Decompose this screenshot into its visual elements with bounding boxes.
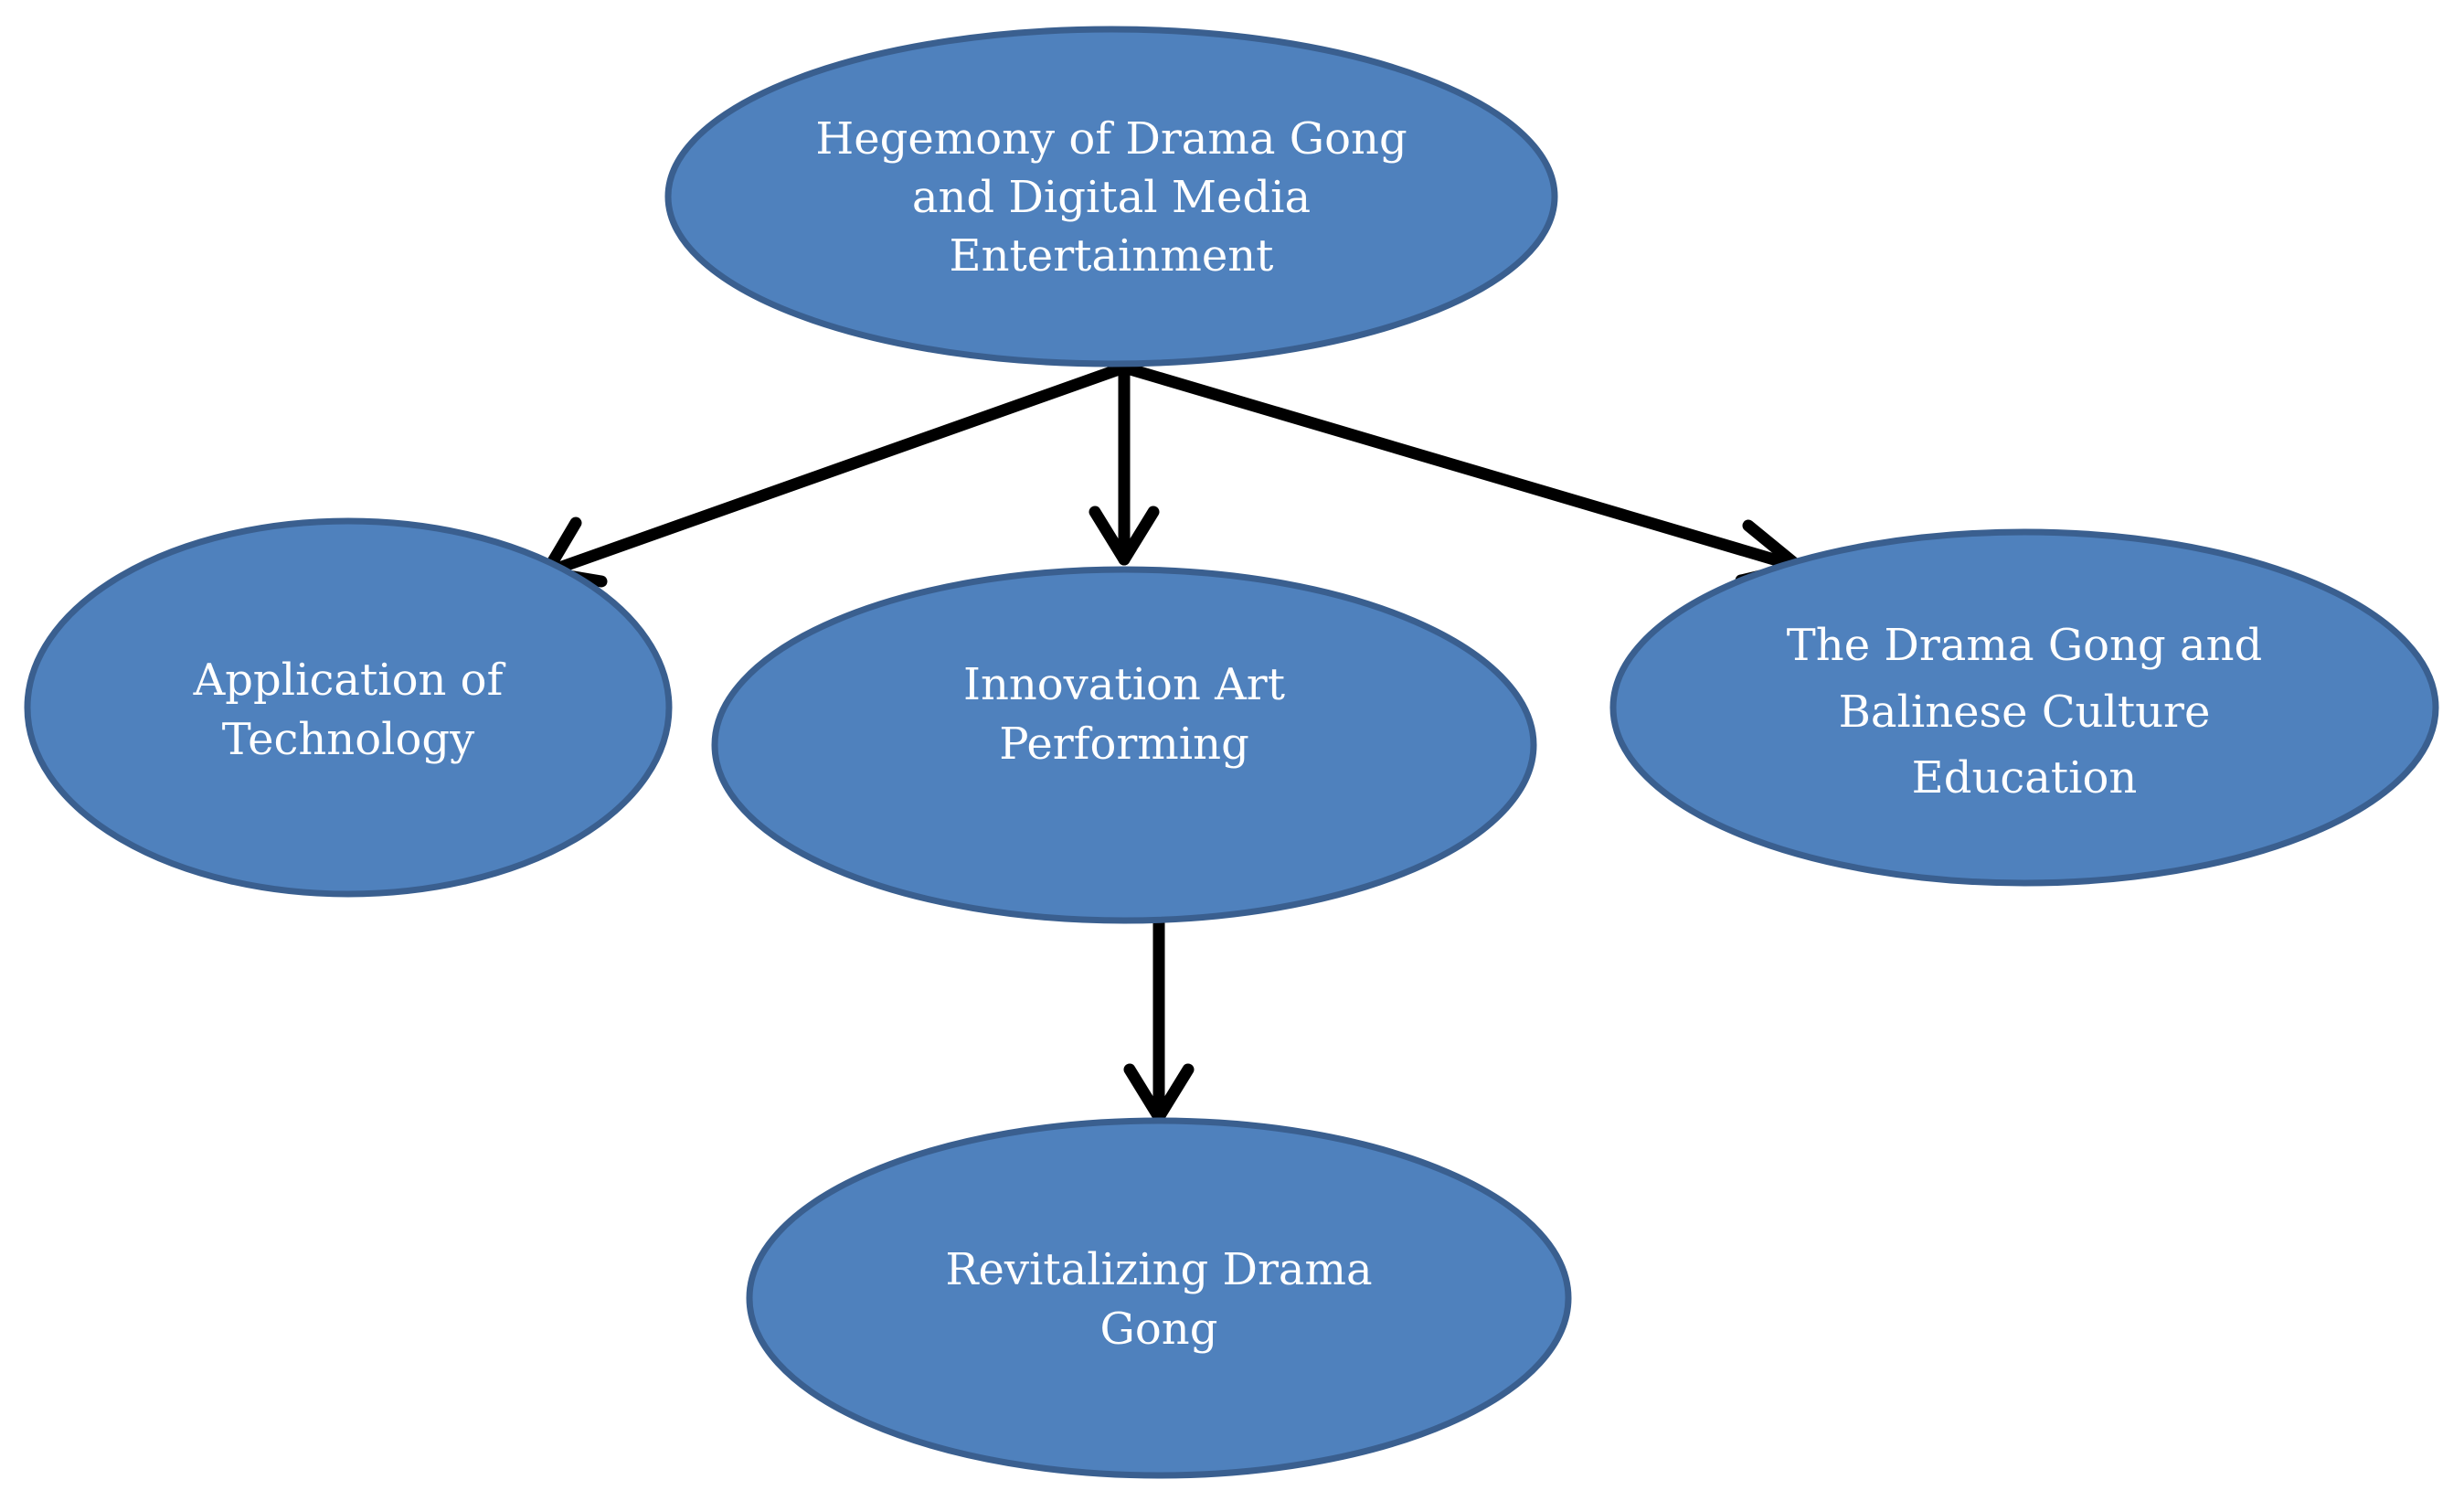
node-technology-ellipse — [24, 517, 673, 898]
node-education: The Drama Gong and Balinese Culture Educ… — [1609, 528, 2439, 887]
node-revitalizing-line-1: Revitalizing Drama — [945, 1244, 1372, 1295]
node-education-line-3: Education — [1912, 752, 2138, 804]
node-hegemony-line-2: and Digital Media — [912, 172, 1311, 223]
node-education-line-2: Balinese Culture — [1839, 687, 2211, 738]
node-hegemony-ellipse — [664, 26, 1558, 367]
node-innovation-line-1: Innovation Art — [963, 659, 1285, 710]
edge-innovation-to-revitalizing — [1123, 917, 1195, 1123]
node-hegemony-line-3: Entertainment — [950, 230, 1274, 282]
node-innovation-ellipse — [711, 566, 1537, 924]
node-education-ellipse — [1609, 528, 2439, 887]
node-revitalizing-ellipse — [746, 1117, 1572, 1479]
node-innovation-line-2: Performing — [999, 719, 1249, 770]
node-hegemony: Hegemony of Drama Gong and Digital Media… — [664, 26, 1558, 367]
node-revitalizing-line-2: Gong — [1100, 1304, 1218, 1355]
node-technology: Application of Technology — [24, 517, 673, 898]
node-revitalizing: Revitalizing Drama Gong — [746, 1117, 1572, 1479]
edge-hegemony-to-technology — [540, 361, 1131, 588]
node-education-line-1: The Drama Gong and — [1787, 620, 2262, 671]
node-innovation: Innovation Art Performing — [711, 566, 1537, 924]
edge-hegemony-to-innovation — [1089, 361, 1160, 566]
node-hegemony-line-1: Hegemony of Drama Gong — [815, 113, 1407, 165]
node-technology-line-1: Application of — [193, 655, 506, 706]
node-technology-line-2: Technology — [222, 714, 474, 765]
edge-hegemony-to-education — [1118, 361, 1805, 587]
